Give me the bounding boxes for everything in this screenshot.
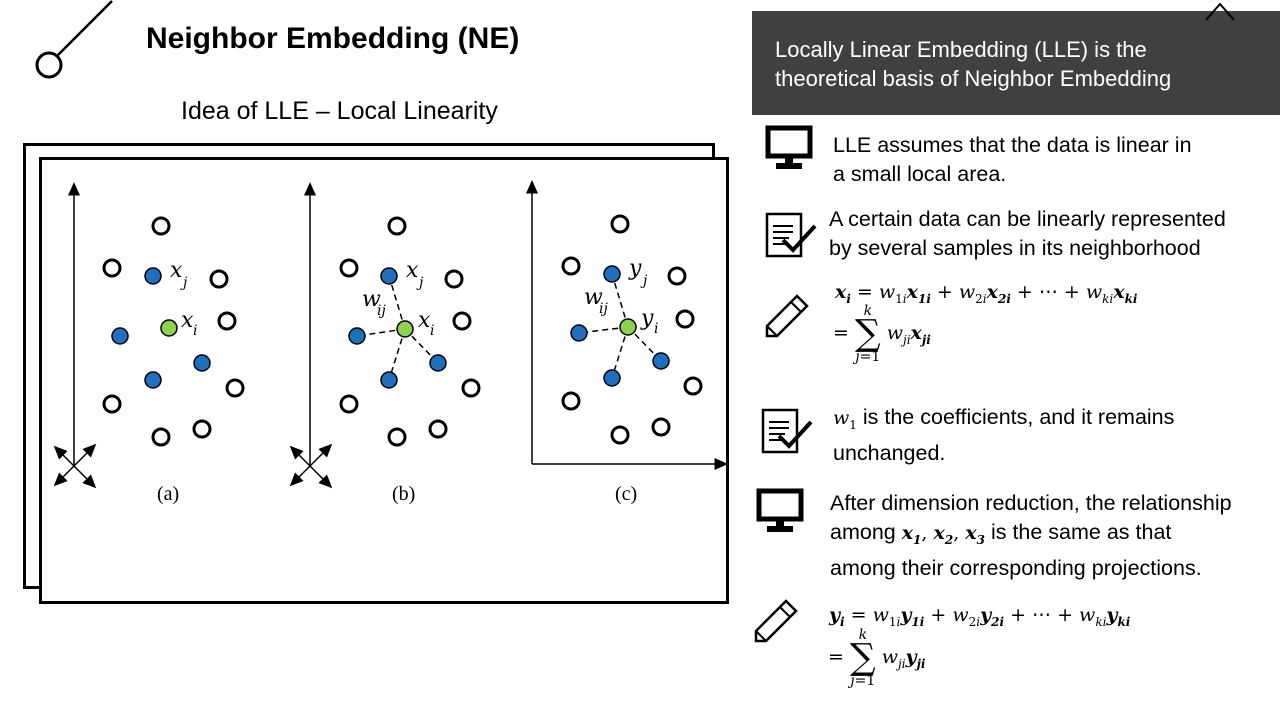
slide-title: Neighbor Embedding (NE) xyxy=(146,22,520,55)
point-2-text: A certain data can be linearly represent… xyxy=(829,205,1226,262)
panel-c-yi-label: y xyxy=(640,306,654,331)
panel-c-yi-sub: i xyxy=(654,321,658,337)
point-4-line-2: unchanged. xyxy=(833,441,946,466)
point-5-line-2-prefix: among xyxy=(830,519,902,544)
checklist-icon xyxy=(761,408,813,454)
formula-x-line-2: = k∑j=1 wjixji xyxy=(833,303,931,365)
banner-line-1: Locally Linear Embedding (LLE) is the xyxy=(775,37,1147,62)
panel-a-xj-label: x xyxy=(170,258,183,283)
formula-x-line-1: xi = w1ix1i + w2ix2i + ⋯ + wkixki xyxy=(835,281,1138,306)
panel-c-w-label: w xyxy=(584,285,603,310)
point-1-line-1: LLE assumes that the data is linear in xyxy=(833,133,1192,157)
point-1-text: LLE assumes that the data is linear in a… xyxy=(833,131,1192,188)
formula-y-line-1: yi = w1iy1i + w2iy2i + ⋯ + wkiyki xyxy=(829,604,1131,629)
lle-figure: x j x i x j x i w ij xyxy=(53,180,728,489)
point-5-text: After dimension reduction, the relations… xyxy=(830,489,1232,582)
checklist-icon xyxy=(765,212,817,258)
point-5-line-2-suffix: is the same as that xyxy=(984,519,1172,544)
panel-b-xj-sub: j xyxy=(416,275,424,291)
point-5-line-3: among their corresponding projections. xyxy=(830,555,1202,580)
panel-a-axes xyxy=(53,182,97,489)
point-4-line-1: w1 is the coefficients, and it remains xyxy=(833,405,1175,432)
figure-label-c: (c) xyxy=(615,483,638,505)
panel-c-axes xyxy=(526,180,728,470)
point-5-line-1: After dimension reduction, the relations… xyxy=(830,491,1232,515)
panel-a-xj-sub: j xyxy=(180,275,188,291)
point-5-line-2: among x1, x2, x3 is the same as that xyxy=(830,519,1172,547)
corner-diamond-icon xyxy=(1205,2,1235,21)
panel-c-points xyxy=(561,214,703,445)
point-2-line-2: by several samples in its neighborhood xyxy=(829,235,1201,260)
panel-c-w-sub: ij xyxy=(599,301,608,317)
point-4-text: w1 is the coefficients, and it remains u… xyxy=(833,403,1174,468)
panel-c-yj-sub: j xyxy=(640,273,648,289)
point-4-line-1-text: is the coefficients, and it remains xyxy=(856,405,1175,429)
panel-b-xi-label: x xyxy=(418,308,431,333)
figure-label-b: (b) xyxy=(392,483,416,505)
point-2-line-1: A certain data can be linearly represent… xyxy=(829,207,1226,231)
panel-b-points xyxy=(339,216,481,447)
panel-a-xi-sub: i xyxy=(193,323,197,339)
formula-y-line-2: = k∑j=1 wjiyji xyxy=(828,627,926,689)
corner-ornament-icon xyxy=(35,0,113,79)
figure-subtitle: Idea of LLE – Local Linearity xyxy=(181,97,498,125)
lle-banner: Locally Linear Embedding (LLE) is the th… xyxy=(752,11,1280,115)
monitor-icon xyxy=(756,488,804,532)
pencil-icon xyxy=(754,599,798,643)
point-1-line-2: a small local area. xyxy=(833,161,1007,186)
panel-a-xi-label: x xyxy=(181,308,194,333)
pencil-icon xyxy=(765,294,809,338)
panel-b-w-label: w xyxy=(362,287,381,312)
panel-c-yj-label: y xyxy=(628,256,642,281)
panel-b-w-sub: ij xyxy=(377,303,386,319)
banner-line-2: theoretical basis of Neighbor Embedding xyxy=(775,66,1172,91)
panel-b-xi-sub: i xyxy=(430,323,434,339)
figure-label-a: (a) xyxy=(157,483,180,505)
monitor-icon xyxy=(765,125,813,169)
panel-b-xj-label: x xyxy=(406,258,419,283)
panel-b-axes xyxy=(289,182,333,489)
panel-a-points xyxy=(102,216,245,447)
